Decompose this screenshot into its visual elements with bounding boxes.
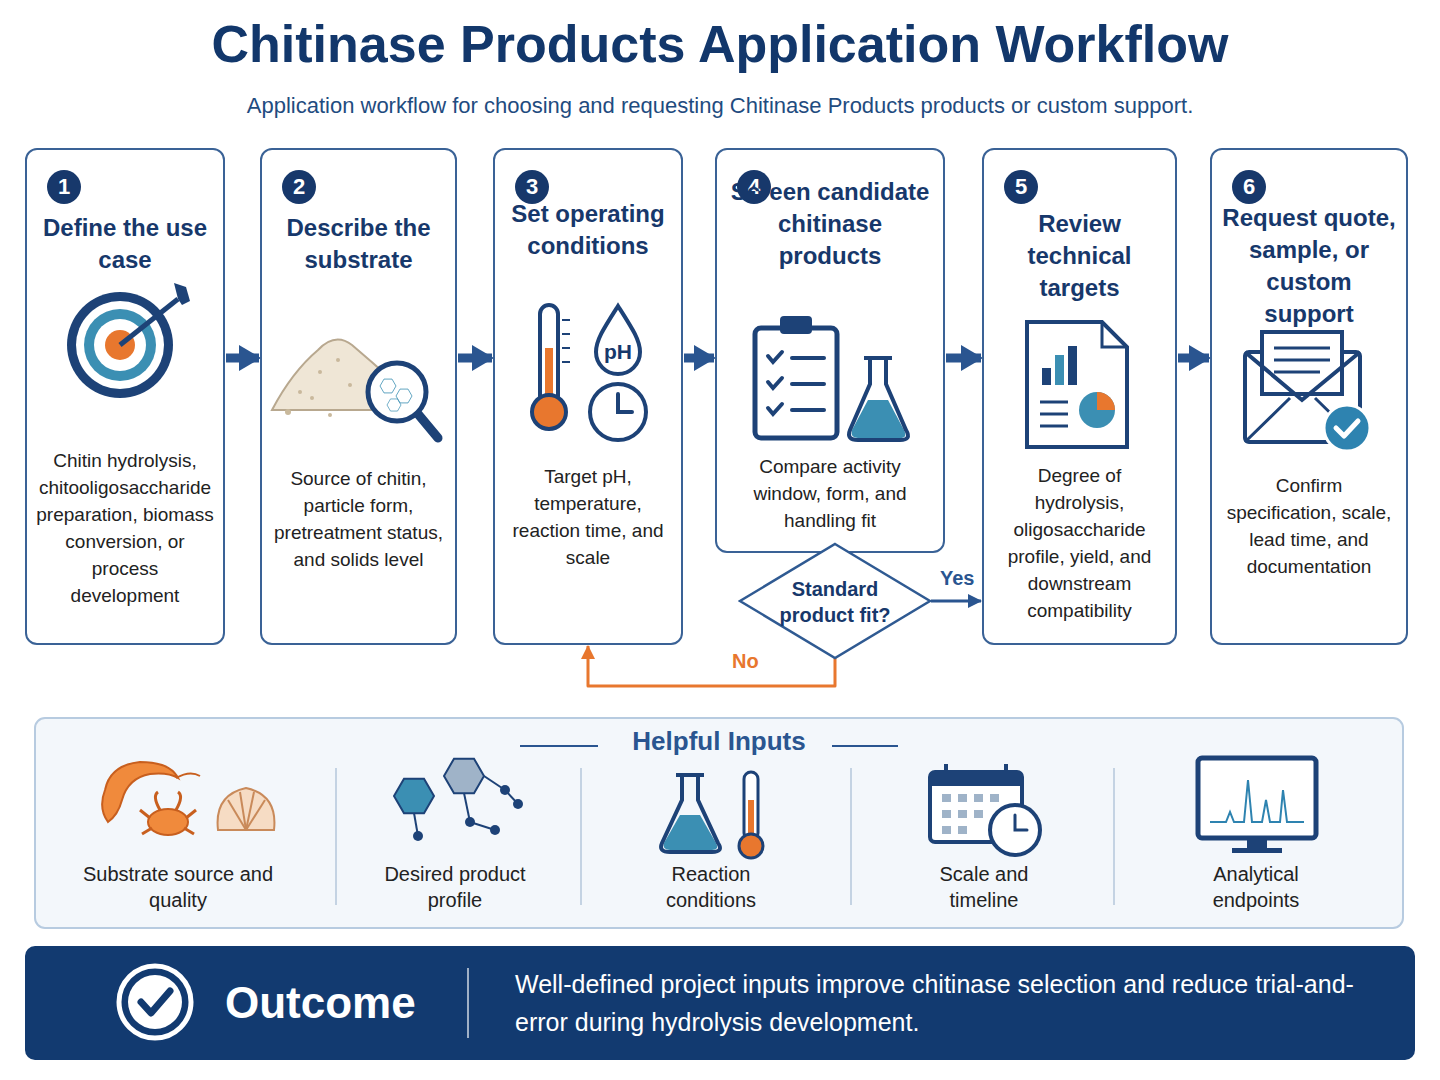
decision-branch [931, 600, 981, 603]
target-icon [67, 283, 190, 398]
step-heading: Review technical targets [992, 208, 1167, 304]
rule [832, 745, 898, 747]
step-number: 5 [1004, 170, 1038, 204]
rule [520, 745, 598, 747]
process-box: 5Review technical targetsDegree of hydro… [982, 148, 1177, 645]
flow-arrow [946, 354, 981, 363]
step-body: Target pH, temperature, reaction time, a… [503, 463, 673, 571]
panel-ground [35, 718, 1403, 928]
rule [467, 968, 469, 1038]
step-heading: Screen candidate chitinase products [725, 176, 935, 272]
step-heading: Define the use case [35, 212, 215, 276]
band-ground [25, 946, 1415, 1060]
input-label: Reaction conditions [651, 861, 771, 913]
outcome-band: Outcome Well-defined project inputs impro… [25, 946, 1415, 1060]
step-number: 1 [47, 170, 81, 204]
input-label: Analytical endpoints [1196, 861, 1316, 913]
molecule-icon [394, 759, 523, 841]
envelope-icon [1245, 332, 1370, 451]
branch-label: No [730, 650, 761, 673]
step-heading: Describe the substrate [270, 212, 447, 276]
panel-heading: Helpful Inputs [35, 726, 1403, 757]
decision-diamond: Standard product fit? [738, 542, 932, 660]
step-body: Source of chitin, particle form, pretrea… [270, 465, 447, 573]
seafood-icon [102, 762, 274, 835]
decision-text: Standard product fit? [768, 576, 902, 628]
flow-arrow [684, 354, 714, 363]
process-box: 1Define the use caseChitin hydrolysis, c… [25, 148, 225, 645]
outcome-heading: Outcome [225, 978, 416, 1028]
step-number: 2 [282, 170, 316, 204]
process-box: 2Describe the substrateSource of chitin,… [260, 148, 457, 645]
step-heading: Set operating conditions [503, 198, 673, 262]
process-box: 3Set operating conditionsTarget pH, temp… [493, 148, 683, 645]
outcome-text: Well-defined project inputs improve chit… [515, 965, 1375, 1041]
input-label: Scale and timeline [924, 861, 1044, 913]
diamond-outline [738, 542, 932, 660]
flow-arrow [458, 354, 492, 363]
process-box: 6Request quote, sample, or custom suppor… [1210, 148, 1408, 645]
screen-icon [755, 316, 908, 440]
flow-arrow [1178, 354, 1209, 363]
process-box: 4Screen candidate chitinase productsComp… [715, 148, 945, 553]
title: Chitinase Products Application Workflow [0, 14, 1440, 74]
step-body: Confirm specification, scale, lead time,… [1220, 472, 1398, 580]
branch-label: Yes [938, 567, 976, 590]
substrate-icon [272, 340, 438, 438]
step-body: Chitin hydrolysis, chitooligosaccharide … [35, 447, 215, 609]
step-number: 6 [1232, 170, 1266, 204]
diamond-shape [740, 544, 930, 658]
input-label: Substrate source and quality [78, 861, 278, 913]
reaction-icon [661, 772, 763, 858]
decision-branch [588, 646, 835, 686]
monitor-icon [1198, 758, 1316, 853]
check-icon [119, 966, 191, 1038]
step-heading: Request quote, sample, or custom support [1220, 202, 1398, 330]
conditions-icon [532, 305, 646, 440]
caption: Application workflow for choosing and re… [0, 93, 1440, 119]
ph-symbol: pH [596, 339, 640, 365]
flow-arrow [226, 354, 259, 363]
calendar-icon [930, 764, 1040, 855]
report-icon [1027, 322, 1127, 447]
input-label: Desired product profile [360, 861, 550, 913]
step-number: 3 [515, 170, 549, 204]
step-body: Degree of hydrolysis, oligosaccharide pr… [992, 462, 1167, 624]
step-body: Compare activity window, form, and handl… [725, 453, 935, 534]
